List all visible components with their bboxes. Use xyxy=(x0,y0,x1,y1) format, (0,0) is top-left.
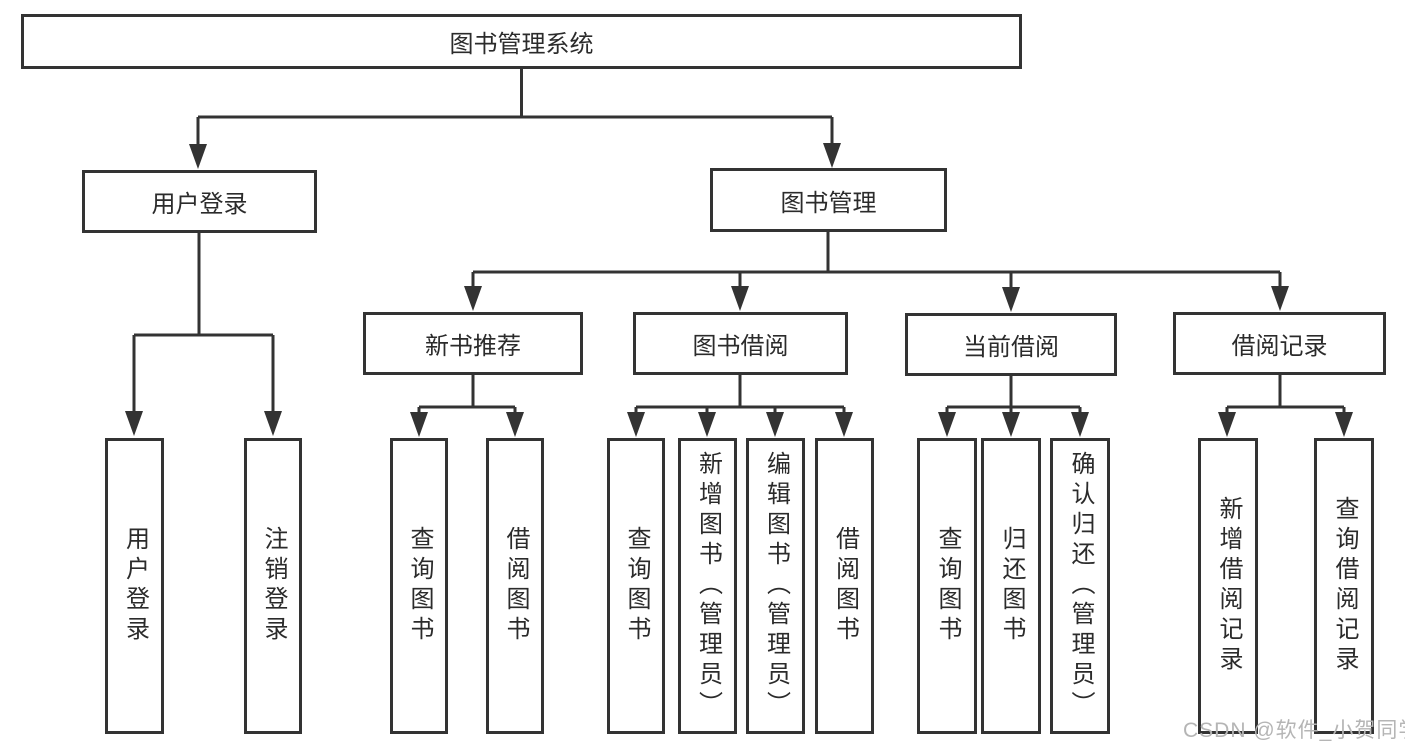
leaf-add-book-admin: 新增图书（管理员） xyxy=(678,438,737,734)
arrowheads xyxy=(125,143,1353,437)
leaf-label: 查询借阅记录 xyxy=(1331,496,1358,676)
leaf-add-borrow-record: 新增借阅记录 xyxy=(1198,438,1258,734)
leaf-borrow-book-2: 借阅图书 xyxy=(815,438,874,734)
leaf-label: 用户登录 xyxy=(121,526,149,646)
node-book-management: 图书管理 xyxy=(710,168,947,232)
node-book-borrowing: 图书借阅 xyxy=(633,312,848,375)
leaf-label: 新增图书（管理员） xyxy=(694,451,722,721)
leaf-query-book-3: 查询图书 xyxy=(917,438,977,734)
leaf-label: 新增借阅记录 xyxy=(1215,496,1242,676)
leaf-label: 编辑图书（管理员） xyxy=(762,451,790,721)
leaf-label: 借阅图书 xyxy=(831,526,859,646)
node-library-system: 图书管理系统 xyxy=(21,14,1022,69)
node-new-book-recommend: 新书推荐 xyxy=(363,312,583,375)
leaf-borrow-book-1: 借阅图书 xyxy=(486,438,544,734)
leaf-confirm-return-admin: 确认归还（管理员） xyxy=(1050,438,1110,734)
leaf-label: 借阅图书 xyxy=(502,526,529,646)
leaf-label: 查询图书 xyxy=(623,526,650,646)
leaf-edit-book-admin: 编辑图书（管理员） xyxy=(746,438,805,734)
leaf-query-book-2: 查询图书 xyxy=(607,438,665,734)
node-current-borrowing: 当前借阅 xyxy=(905,313,1117,376)
leaf-label: 确认归还（管理员） xyxy=(1067,451,1094,721)
leaf-query-borrow-record: 查询借阅记录 xyxy=(1314,438,1374,734)
node-user-login: 用户登录 xyxy=(82,170,317,233)
leaf-logout: 注销登录 xyxy=(244,438,302,734)
leaf-return-book: 归还图书 xyxy=(981,438,1041,734)
leaf-query-book-1: 查询图书 xyxy=(390,438,448,734)
watermark-text: CSDN @软件_小贺同学 xyxy=(1183,719,1405,742)
leaf-user-login: 用户登录 xyxy=(105,438,164,734)
node-borrowing-records: 借阅记录 xyxy=(1173,312,1386,375)
leaf-label: 查询图书 xyxy=(406,526,433,646)
leaf-label: 归还图书 xyxy=(998,526,1025,646)
leaf-label: 注销登录 xyxy=(260,526,287,646)
leaf-label: 查询图书 xyxy=(934,526,961,646)
